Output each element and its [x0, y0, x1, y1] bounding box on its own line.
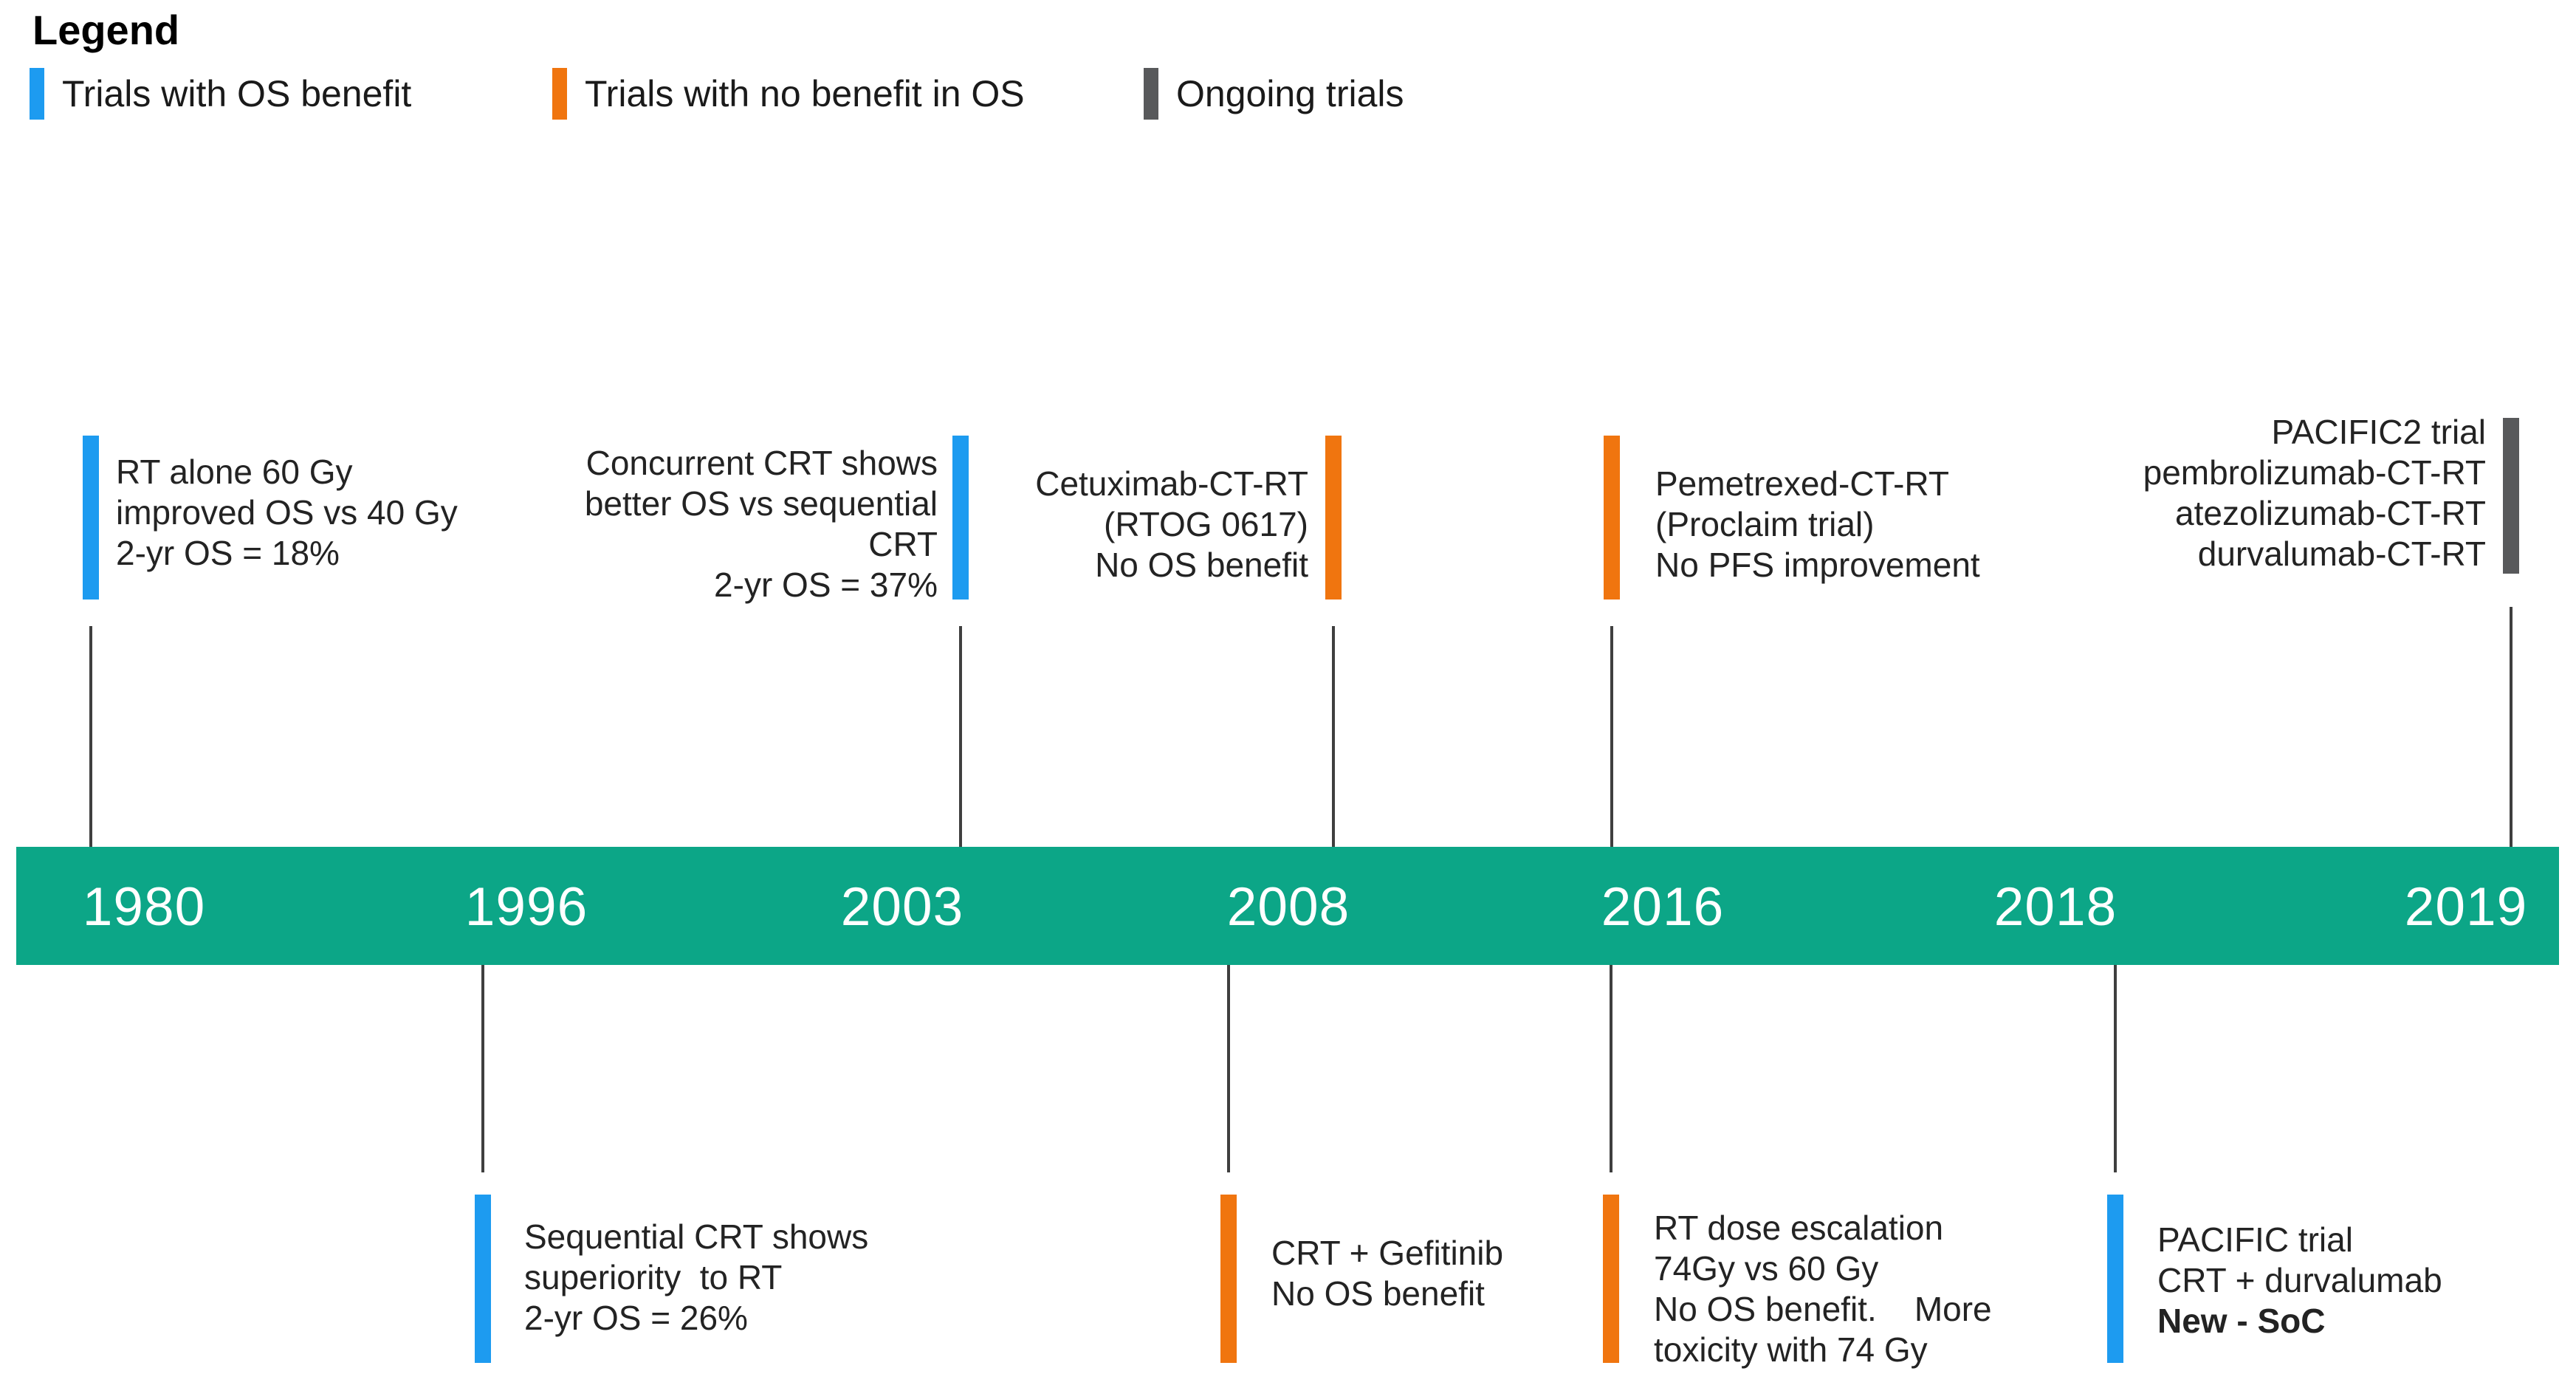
legend-swatch-no-os-benefit: [552, 68, 567, 120]
timeline-year-label: 2019: [2404, 877, 2528, 937]
note-line: 2-yr OS = 26%: [524, 1299, 748, 1337]
legend-item-label: Trials with OS benefit: [62, 73, 412, 114]
annotation-1980-rt-alone: RT alone 60 Gy improved OS vs 40 Gy 2-yr…: [116, 452, 458, 574]
note-line: improved OS vs 40 Gy: [116, 493, 458, 532]
connector-line: [959, 626, 962, 847]
annotation-2016-pemetrexed: Pemetrexed-CT-RT (Proclaim trial) No PFS…: [1655, 464, 1980, 585]
note-line: Cetuximab-CT-RT: [1035, 464, 1308, 503]
note-line: No OS benefit: [1095, 546, 1308, 584]
connector-line: [1227, 965, 1230, 1172]
note-line: CRT + durvalumab: [2157, 1261, 2442, 1299]
event-marker-bar-2008-bottom: [1220, 1195, 1237, 1363]
legend-item-label: Ongoing trials: [1176, 73, 1404, 114]
note-line: CRT + Gefitinib: [1271, 1234, 1504, 1272]
timeline-year-label: 2016: [1601, 877, 1725, 937]
timeline-year-label: 2008: [1226, 877, 1350, 937]
event-marker-bar-1980: [83, 436, 99, 599]
timeline-year-label: 1980: [82, 877, 206, 937]
note-line: toxicity with 74 Gy: [1654, 1330, 1928, 1369]
note-line: superiority to RT: [524, 1258, 783, 1296]
timeline-year-label: 1996: [464, 877, 588, 937]
annotation-2018-pacific: PACIFIC trial CRT + durvalumab New - SoC: [2157, 1220, 2442, 1341]
note-line: durvalumab-CT-RT: [2197, 535, 2486, 573]
timeline-bar: [16, 847, 2559, 965]
note-line: RT dose escalation: [1654, 1209, 1944, 1247]
legend-title: Legend: [32, 7, 180, 53]
annotation-2003-concurrent-crt: Concurrent CRT shows better OS vs sequen…: [585, 443, 938, 605]
note-line: 2-yr OS = 18%: [116, 534, 340, 572]
timeline-year-label: 2003: [840, 877, 964, 937]
note-line: No OS benefit. More: [1654, 1290, 1992, 1328]
legend-item-os-benefit: Trials with OS benefit: [30, 68, 411, 120]
note-line: Pemetrexed-CT-RT: [1655, 464, 1949, 503]
connector-line: [2510, 607, 2513, 847]
event-marker-bar-2008-top: [1325, 436, 1342, 599]
legend-swatch-os-benefit: [30, 68, 44, 120]
connector-line: [1332, 626, 1335, 847]
annotation-2008-cetuximab: Cetuximab-CT-RT (RTOG 0617) No OS benefi…: [1035, 464, 1308, 585]
annotation-2016-rt-dose-escalation: RT dose escalation 74Gy vs 60 Gy No OS b…: [1654, 1208, 1992, 1370]
note-line: 74Gy vs 60 Gy: [1654, 1249, 1879, 1288]
connector-line: [1610, 965, 1612, 1172]
note-line: Sequential CRT shows: [524, 1217, 869, 1256]
annotation-2008-gefitinib: CRT + Gefitinib No OS benefit: [1271, 1233, 1503, 1314]
legend-item-no-os-benefit: Trials with no benefit in OS: [552, 68, 1025, 120]
legend-swatch-ongoing: [1144, 68, 1158, 120]
connector-line: [481, 965, 484, 1172]
note-line: (RTOG 0617): [1104, 505, 1308, 543]
event-marker-bar-1996: [475, 1195, 491, 1363]
legend-item-label: Trials with no benefit in OS: [585, 73, 1025, 114]
note-line: Concurrent CRT shows: [585, 444, 938, 482]
event-marker-bar-2016-top: [1604, 436, 1620, 599]
note-line: better OS vs sequential: [584, 484, 938, 523]
event-marker-bar-2003: [952, 436, 969, 599]
event-marker-bar-2018: [2107, 1195, 2123, 1363]
note-line: 2-yr OS = 37%: [714, 566, 938, 604]
annotation-2019-pacific2: PACIFIC2 trial pembrolizumab-CT-RT atezo…: [2143, 412, 2486, 574]
connector-line: [89, 626, 92, 847]
note-line: New - SoC: [2157, 1302, 2326, 1340]
note-line: No PFS improvement: [1655, 546, 1980, 584]
event-marker-bar-2016-bottom: [1603, 1195, 1619, 1363]
note-line: (Proclaim trial): [1655, 505, 1875, 543]
note-line: PACIFIC trial: [2157, 1220, 2353, 1259]
connector-line: [2114, 965, 2117, 1172]
event-marker-bar-2019: [2503, 418, 2519, 574]
note-line: pembrolizumab-CT-RT: [2143, 453, 2486, 492]
note-line: atezolizumab-CT-RT: [2175, 494, 2486, 532]
connector-line: [1610, 626, 1613, 847]
note-line: RT alone 60 Gy: [116, 453, 353, 491]
note-line: PACIFIC2 trial: [2271, 413, 2486, 451]
timeline-year-label: 2018: [1993, 877, 2118, 937]
annotation-1996-sequential-crt: Sequential CRT shows superiority to RT 2…: [524, 1217, 868, 1339]
note-line: CRT: [868, 525, 938, 563]
legend-item-ongoing: Ongoing trials: [1144, 68, 1404, 120]
note-line: No OS benefit: [1271, 1274, 1485, 1313]
